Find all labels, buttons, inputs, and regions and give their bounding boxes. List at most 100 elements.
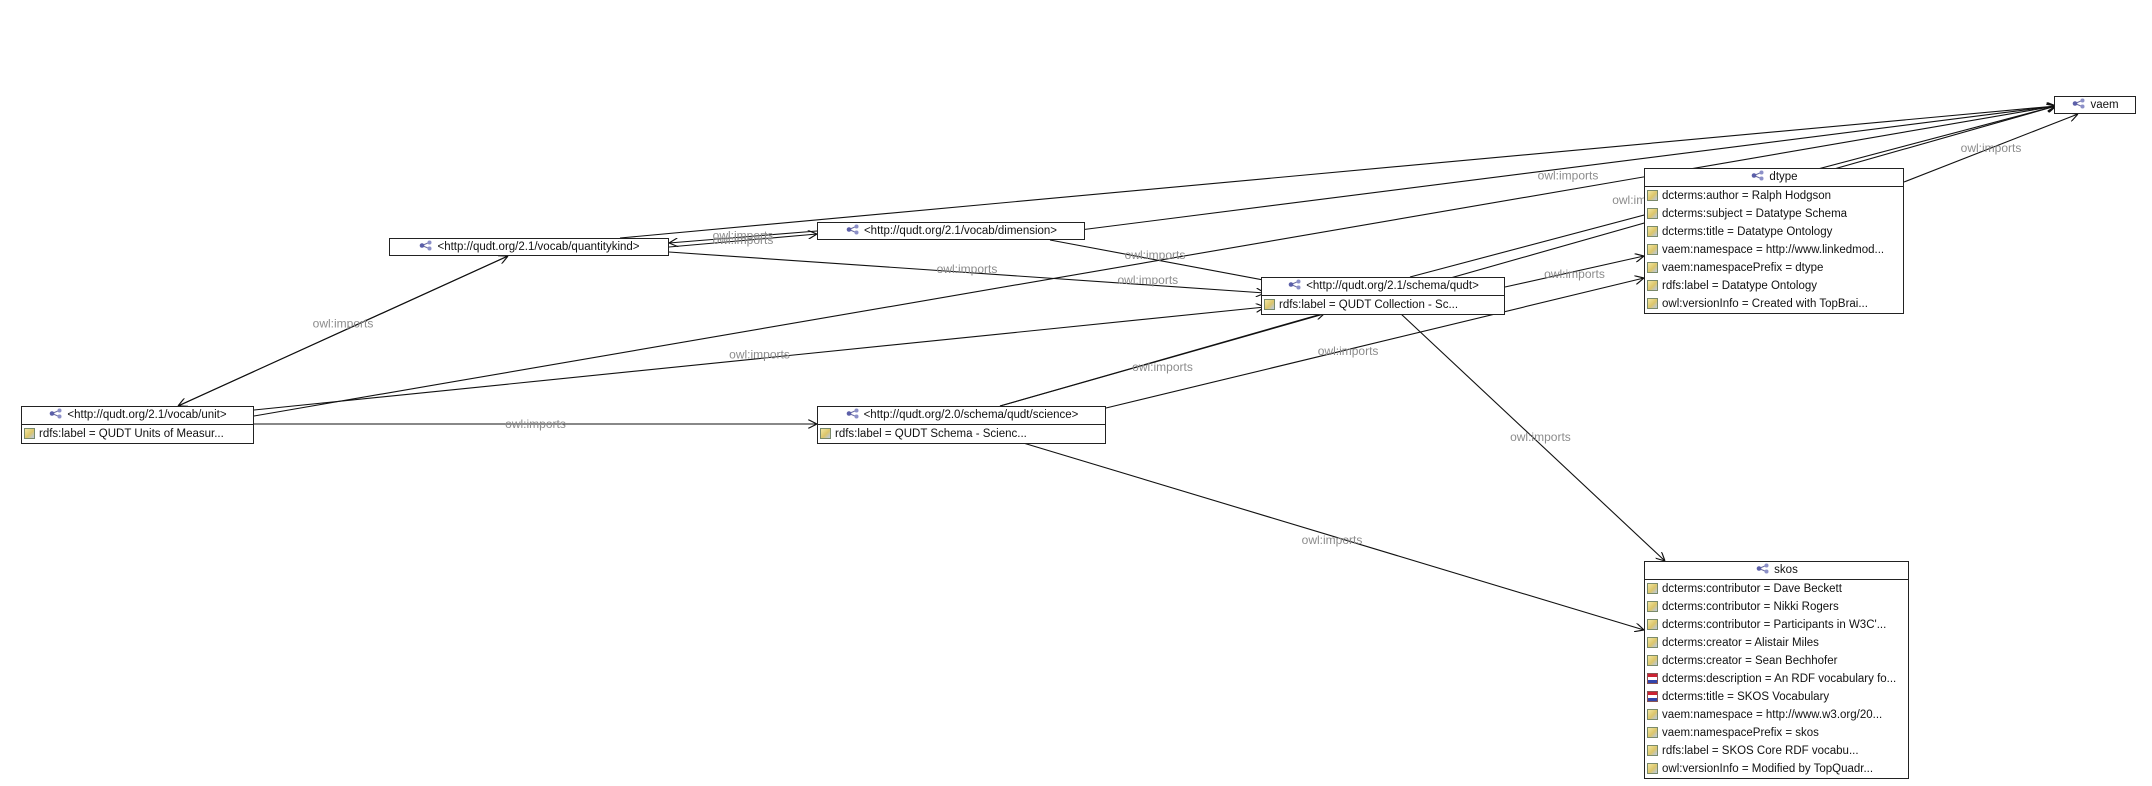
node-quantitykind-header: <http://qudt.org/2.1/vocab/quantitykind> bbox=[390, 239, 668, 256]
ontology-icon bbox=[1755, 563, 1771, 574]
property-row[interactable]: vaem:namespace = http://www.linkedmod... bbox=[1645, 241, 1903, 259]
property-row[interactable]: rdfs:label = QUDT Units of Measur... bbox=[22, 425, 253, 443]
property-icon bbox=[820, 428, 831, 439]
node-skos-title: skos bbox=[1774, 564, 1798, 576]
property-row[interactable]: rdfs:label = QUDT Schema - Scienc... bbox=[818, 425, 1105, 443]
import-edge-quantitykind-to-dimension[interactable] bbox=[668, 234, 817, 248]
import-edge-quantitykind-to-schema_qudt[interactable] bbox=[668, 251, 1265, 293]
ontology-icon bbox=[1750, 170, 1766, 181]
property-row[interactable]: dcterms:author = Ralph Hodgson bbox=[1645, 187, 1903, 205]
import-edge-unit-to-schema_qudt[interactable] bbox=[253, 307, 1265, 411]
property-text: owl:versionInfo = Created with TopBrai..… bbox=[1662, 298, 1868, 310]
node-vaem-title: vaem bbox=[2090, 99, 2119, 111]
property-icon bbox=[1647, 226, 1658, 237]
edge-label: owl:imports bbox=[313, 317, 374, 331]
property-icon bbox=[24, 428, 35, 439]
property-text: owl:versionInfo = Modified by TopQuadr..… bbox=[1662, 763, 1874, 775]
import-edge-quantitykind-to-unit[interactable] bbox=[178, 255, 509, 406]
property-row[interactable]: owl:versionInfo = Created with TopBrai..… bbox=[1645, 295, 1903, 313]
node-dtype[interactable]: dtype dcterms:author = Ralph Hodgson dct… bbox=[1644, 168, 1904, 314]
property-row[interactable]: dcterms:description = An RDF vocabulary … bbox=[1645, 670, 1908, 688]
node-unit[interactable]: <http://qudt.org/2.1/vocab/unit> rdfs:la… bbox=[21, 406, 254, 444]
import-edge-dimension-to-schema_qudt[interactable] bbox=[1049, 239, 1285, 284]
node-skos-header: skos bbox=[1645, 562, 1908, 579]
property-row[interactable]: dcterms:contributor = Nikki Rogers bbox=[1645, 598, 1908, 616]
edge-label: owl:imports bbox=[1117, 273, 1178, 287]
edge-label: owl:imports bbox=[713, 233, 774, 247]
import-edge-dtype-to-vaem[interactable] bbox=[1903, 114, 2078, 183]
property-icon bbox=[1647, 601, 1658, 612]
property-row[interactable]: dcterms:creator = Sean Bechhofer bbox=[1645, 652, 1908, 670]
property-text: dcterms:subject = Datatype Schema bbox=[1662, 208, 1848, 220]
property-icon bbox=[1647, 727, 1658, 738]
property-text: rdfs:label = QUDT Schema - Scienc... bbox=[835, 428, 1027, 440]
edge-label: owl:imports bbox=[505, 417, 566, 431]
node-science[interactable]: <http://qudt.org/2.0/schema/qudt/science… bbox=[817, 406, 1106, 444]
import-edge-science-to-vaem[interactable] bbox=[999, 106, 2056, 407]
property-row[interactable]: vaem:namespacePrefix = skos bbox=[1645, 724, 1908, 742]
property-row[interactable]: dcterms:creator = Alistair Miles bbox=[1645, 634, 1908, 652]
property-icon bbox=[1647, 190, 1658, 201]
property-row[interactable]: owl:versionInfo = Modified by TopQuadr..… bbox=[1645, 760, 1908, 778]
import-edge-science-to-dtype[interactable] bbox=[1105, 278, 1644, 409]
node-science-header: <http://qudt.org/2.0/schema/qudt/science… bbox=[818, 407, 1105, 424]
edge-label: owl:imports bbox=[1125, 248, 1186, 262]
import-edge-schema_qudt-to-skos[interactable] bbox=[1399, 312, 1665, 561]
property-text: vaem:namespace = http://www.linkedmod... bbox=[1662, 244, 1885, 256]
property-row[interactable]: rdfs:label = Datatype Ontology bbox=[1645, 277, 1903, 295]
edge-label: owl:imports bbox=[1318, 344, 1379, 358]
property-icon bbox=[1647, 655, 1658, 666]
node-quantitykind[interactable]: <http://qudt.org/2.1/vocab/quantitykind> bbox=[389, 238, 669, 256]
import-edge-quantitykind-to-vaem[interactable] bbox=[619, 106, 2056, 239]
edge-label: owl:imports bbox=[1538, 168, 1599, 182]
ontology-icon bbox=[1287, 279, 1303, 290]
property-row[interactable]: dcterms:contributor = Dave Beckett bbox=[1645, 580, 1908, 598]
node-dimension[interactable]: <http://qudt.org/2.1/vocab/dimension> bbox=[817, 222, 1085, 240]
node-skos[interactable]: skos dcterms:contributor = Dave Beckett … bbox=[1644, 561, 1909, 779]
edge-label: owl:imports bbox=[937, 262, 998, 276]
import-edge-unit-to-vaem[interactable] bbox=[253, 106, 2056, 417]
property-row[interactable]: vaem:namespace = http://www.w3.org/20... bbox=[1645, 706, 1908, 724]
property-icon bbox=[1647, 280, 1658, 291]
node-dimension-header: <http://qudt.org/2.1/vocab/dimension> bbox=[818, 223, 1084, 240]
node-unit-title: <http://qudt.org/2.1/vocab/unit> bbox=[67, 409, 227, 421]
property-row[interactable]: rdfs:label = SKOS Core RDF vocabu... bbox=[1645, 742, 1908, 760]
node-vaem-header: vaem bbox=[2055, 97, 2135, 114]
property-row[interactable]: dcterms:contributor = Participants in W3… bbox=[1645, 616, 1908, 634]
edge-label: owl:imports bbox=[1961, 141, 2022, 155]
node-schema-qudt-properties: rdfs:label = QUDT Collection - Sc... bbox=[1262, 295, 1504, 314]
property-row[interactable]: rdfs:label = QUDT Collection - Sc... bbox=[1262, 296, 1504, 314]
node-schema-qudt-header: <http://qudt.org/2.1/schema/qudt> bbox=[1262, 278, 1504, 295]
property-row[interactable]: dcterms:subject = Datatype Schema bbox=[1645, 205, 1903, 223]
property-text: rdfs:label = QUDT Collection - Sc... bbox=[1279, 299, 1459, 311]
property-icon bbox=[1647, 583, 1658, 594]
node-schema-qudt[interactable]: <http://qudt.org/2.1/schema/qudt> rdfs:l… bbox=[1261, 277, 1505, 315]
import-edge-dimension-to-vaem[interactable] bbox=[1079, 106, 2056, 231]
property-row[interactable]: dcterms:title = Datatype Ontology bbox=[1645, 223, 1903, 241]
import-edge-schema_qudt-to-dtype[interactable] bbox=[1504, 256, 1644, 288]
property-icon bbox=[1647, 244, 1658, 255]
node-dtype-title: dtype bbox=[1769, 171, 1798, 183]
node-skos-properties: dcterms:contributor = Dave Beckett dcter… bbox=[1645, 579, 1908, 778]
node-dtype-properties: dcterms:author = Ralph Hodgson dcterms:s… bbox=[1645, 186, 1903, 313]
property-icon bbox=[1647, 619, 1658, 630]
edge-label: owl:imports bbox=[1302, 533, 1363, 547]
node-vaem[interactable]: vaem bbox=[2054, 96, 2136, 114]
property-text: dcterms:contributor = Participants in W3… bbox=[1662, 619, 1887, 631]
property-text: dcterms:author = Ralph Hodgson bbox=[1662, 190, 1832, 202]
node-dimension-title: <http://qudt.org/2.1/vocab/dimension> bbox=[863, 225, 1058, 237]
node-schema-qudt-title: <http://qudt.org/2.1/schema/qudt> bbox=[1306, 280, 1479, 292]
property-text: rdfs:label = QUDT Units of Measur... bbox=[39, 428, 224, 440]
property-icon bbox=[1647, 709, 1658, 720]
import-edge-science-to-skos[interactable] bbox=[1019, 441, 1644, 630]
property-row[interactable]: dcterms:title = SKOS Vocabulary bbox=[1645, 688, 1908, 706]
property-icon bbox=[1647, 763, 1658, 774]
property-icon bbox=[1647, 745, 1658, 756]
edge-label: owl:imports bbox=[1132, 360, 1193, 374]
ontology-icon bbox=[845, 408, 861, 419]
property-icon bbox=[1647, 637, 1658, 648]
ontology-icon bbox=[418, 240, 434, 251]
import-edge-dimension-to-quantitykind[interactable] bbox=[669, 230, 818, 243]
property-row[interactable]: vaem:namespacePrefix = dtype bbox=[1645, 259, 1903, 277]
